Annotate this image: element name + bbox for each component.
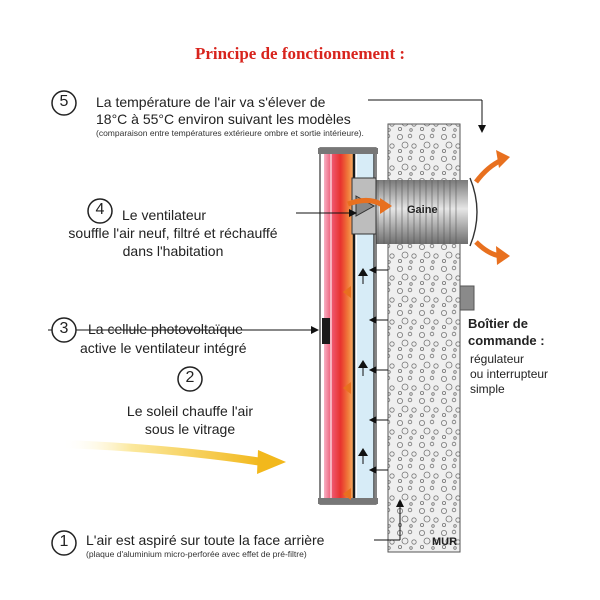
sun-arrow	[58, 440, 266, 466]
step-2-line2: sous le vitrage	[144, 421, 236, 437]
step-1-note: (plaque d'aluminium micro-perforée avec …	[86, 549, 307, 559]
photovoltaic-cell	[322, 318, 330, 344]
step-2-circle	[177, 366, 203, 392]
step-4-line2: souffle l'air neuf, filtré et réchauffé	[68, 225, 278, 241]
step-5-number: 5	[59, 93, 69, 110]
step-4-line3: dans l'habitation	[122, 243, 224, 259]
step-4-line1: Le ventilateur	[122, 207, 207, 223]
control-box-desc-1: régulateur	[470, 352, 525, 366]
step-4-circle	[87, 198, 113, 224]
step-1-number: 1	[59, 533, 69, 550]
step-2-number: 2	[185, 369, 195, 386]
back-air-channel	[357, 154, 374, 498]
step-1-circle	[51, 530, 77, 556]
step-5-circle	[51, 90, 77, 116]
step-4-number: 4	[95, 201, 105, 218]
duct-label: Gaine	[407, 204, 438, 216]
page-title: Principe de fonctionnement :	[194, 44, 406, 63]
step-3-circle	[51, 317, 77, 343]
wall-label: MUR	[432, 536, 458, 548]
step-3-line2: active le ventilateur intégré	[80, 340, 247, 356]
control-box	[459, 285, 475, 311]
control-box-desc-2: ou interrupteur	[470, 367, 549, 381]
step-5-note: (comparaison entre températures extérieu…	[96, 128, 364, 138]
step-3-line1: La cellule photovoltaïque	[88, 321, 243, 337]
step-5-line2: 18°C à 55°C environ suivant les modèles	[96, 111, 351, 127]
step-2-line1: Le soleil chauffe l'air	[126, 403, 254, 419]
control-box-title-1: Boîtier de	[468, 316, 528, 331]
step-1-line1: L'air est aspiré sur toute la face arriè…	[86, 532, 325, 548]
step-5-line1: La température de l'air va s'élever de	[96, 94, 326, 110]
step-3-number: 3	[59, 320, 69, 337]
control-box-desc-3: simple	[470, 382, 505, 396]
hot-air-arrow-top	[474, 157, 504, 184]
control-box-title-2: commande :	[468, 333, 545, 348]
